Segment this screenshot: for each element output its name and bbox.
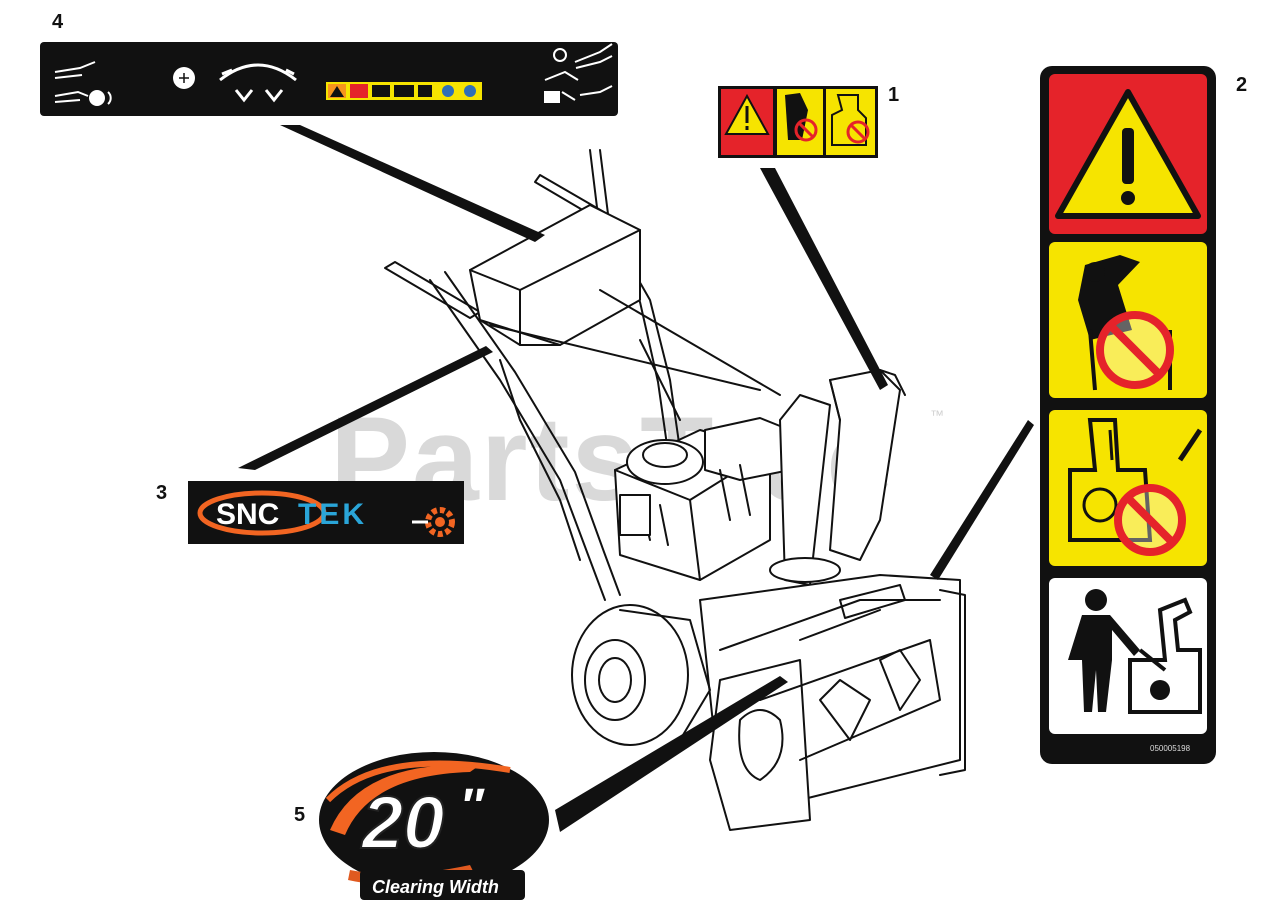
callout-3: 3 [156,482,167,504]
brand-tek-text: TEK [298,498,367,531]
decal-5-width-badge[interactable]: 20 ″ Clearing Width [319,752,549,900]
warning-strip [326,82,482,100]
hand-in-chute-prohibited-icon [785,93,818,142]
auger-contact-prohibited-icon [831,94,870,146]
inch-mark: ″ [460,780,485,833]
callout-5: 5 [294,804,305,826]
warning-part-number: 050005198 [1150,744,1191,753]
leader-lines [238,125,1034,832]
callout-4: 4 [52,11,64,33]
decal-3-brand[interactable]: SNC TEK [188,481,464,544]
width-number: 20 [360,781,444,864]
decal-2-warning[interactable]: 050005198 [1040,66,1216,764]
auger-control-lever-icon [54,61,112,106]
snowblower-illustration [384,149,966,831]
callout-1: 1 [888,84,899,106]
hand-in-chute-prohibited-icon [1078,255,1174,391]
brand-snc-text: SNC [216,498,279,531]
drive-control-lever-icon [544,43,613,103]
decal-4-control-panel[interactable] [40,42,618,116]
clearing-width-label: Clearing Width [372,877,499,897]
gear-icon [412,507,455,537]
auger-contact-prohibited-icon [1068,418,1203,556]
watermark-trademark: ™ [930,407,944,423]
clearing-tool-use-icon [1068,589,1202,714]
callout-2: 2 [1236,74,1247,96]
decal-1-warning[interactable] [718,86,878,158]
chute-direction-icon [219,63,297,103]
